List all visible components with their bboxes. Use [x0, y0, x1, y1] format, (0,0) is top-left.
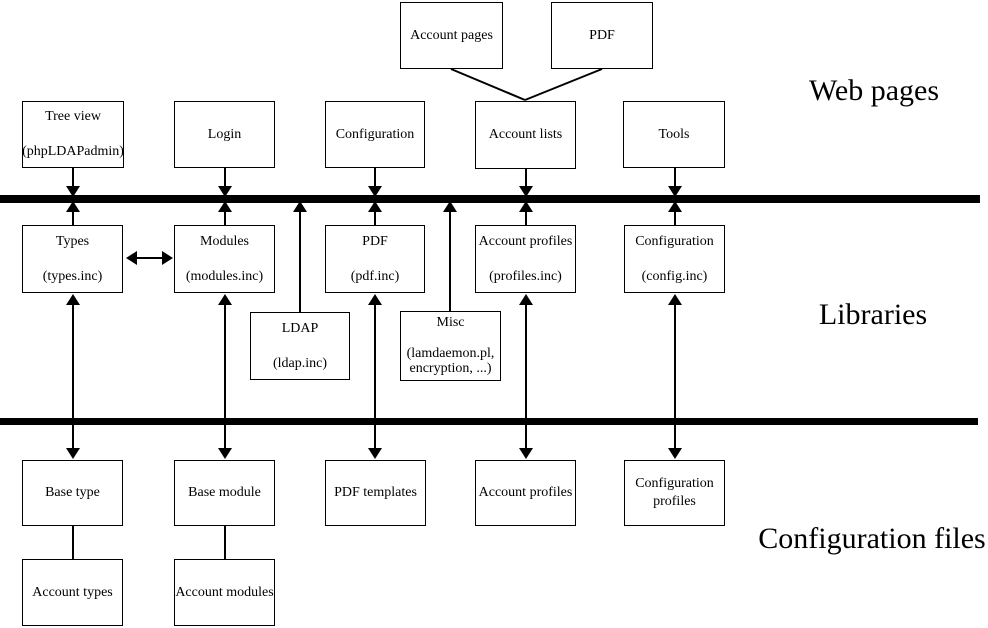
arrow-config-config-profiles	[668, 294, 682, 459]
arrow-modules-base-module	[218, 294, 232, 459]
node-configuration-profiles-label: Configuration	[635, 476, 714, 491]
node-pdf-lib-label: PDF	[362, 233, 388, 249]
arrow-tools-to-bus	[668, 168, 682, 197]
node-tree-view-label: Tree view	[45, 109, 101, 124]
arrow-configuration-to-bus	[368, 168, 382, 197]
node-misc-lib: Misc (lamdaemon.pl,encryption, ...)	[400, 311, 501, 381]
node-account-pages: Account pages	[400, 2, 503, 69]
node-account-modules: Account modules	[174, 559, 275, 626]
node-tree-view-sublabel: (phpLDAPadmin)	[22, 144, 124, 159]
node-misc-lib-subline1: (lamdaemon.pl,	[406, 346, 495, 361]
node-base-module: Base module	[174, 460, 275, 526]
bus-web-to-libraries	[0, 195, 980, 203]
link-account-pages-to-account-lists	[450, 68, 526, 101]
node-tools: Tools	[623, 101, 725, 168]
node-base-type-label: Base type	[45, 485, 100, 500]
link-pdf-to-account-lists	[524, 68, 603, 101]
node-types-lib: Types (types.inc)	[22, 225, 123, 293]
node-misc-lib-subline2: encryption, ...)	[409, 361, 492, 376]
arrow-pdf-lib-to-bus	[368, 201, 382, 225]
node-pdf-lib-sublabel: (pdf.inc)	[350, 268, 400, 284]
node-ldap-lib-sublabel: (ldap.inc)	[272, 355, 328, 371]
node-pdf-page: PDF	[551, 2, 653, 69]
node-ldap-lib: LDAP (ldap.inc)	[250, 312, 350, 380]
node-configuration-lib-sublabel: (config.inc)	[641, 268, 708, 284]
node-configuration-profiles-label2: profiles	[653, 494, 696, 509]
arrow-types-to-bus	[66, 201, 80, 225]
arrow-profiles-account-profiles	[519, 294, 533, 459]
node-types-lib-sublabel: (types.inc)	[42, 268, 103, 284]
node-account-types-label: Account types	[32, 584, 113, 600]
node-tools-label: Tools	[658, 126, 690, 142]
node-account-profiles-lib-sublabel: (profiles.inc)	[489, 268, 562, 284]
node-misc-lib-label: Misc	[436, 315, 465, 330]
section-label-web-pages: Web pages	[808, 74, 940, 107]
connectors	[0, 68, 980, 559]
node-login: Login	[174, 101, 275, 168]
node-account-profiles-cfg-label: Account profiles	[478, 485, 573, 500]
arrow-pdf-pdf-templates	[368, 294, 382, 459]
node-configuration-page: Configuration	[325, 101, 425, 168]
arrow-tree-view-to-bus	[66, 168, 80, 197]
arrow-config-lib-to-bus	[668, 201, 682, 225]
node-pdf-lib: PDF (pdf.inc)	[325, 225, 425, 293]
node-modules-lib-sublabel: (modules.inc)	[185, 268, 264, 284]
node-account-profiles-lib: Account profiles (profiles.inc)	[475, 225, 576, 293]
node-account-pages-label: Account pages	[410, 27, 493, 43]
node-login-label: Login	[207, 126, 242, 142]
node-account-profiles-lib-label: Account profiles	[478, 233, 573, 249]
node-base-type: Base type	[22, 460, 123, 526]
node-modules-lib: Modules (modules.inc)	[174, 225, 275, 293]
node-pdf-page-label: PDF	[589, 27, 615, 43]
node-types-lib-label: Types	[55, 233, 90, 249]
arrow-modules-to-bus	[218, 201, 232, 225]
node-account-profiles-cfg: Account profiles	[475, 460, 576, 526]
node-tree-view: Tree view (phpLDAPadmin)	[22, 101, 124, 168]
arrow-types-modules	[126, 251, 173, 265]
section-label-config-files: Configuration files	[758, 522, 986, 555]
node-ldap-lib-label: LDAP	[281, 320, 319, 336]
node-base-module-label: Base module	[188, 485, 261, 500]
arrow-account-lists-to-bus	[519, 169, 533, 197]
arrow-types-base-type	[66, 294, 80, 459]
node-pdf-templates: PDF templates	[325, 460, 426, 526]
arrow-misc-to-bus	[443, 201, 457, 311]
node-configuration-lib: Configuration (config.inc)	[624, 225, 725, 293]
node-account-lists-label: Account lists	[488, 127, 563, 142]
node-account-types: Account types	[22, 559, 123, 626]
node-configuration-page-label: Configuration	[335, 126, 415, 142]
node-account-lists: Account lists	[475, 101, 576, 169]
node-configuration-lib-label: Configuration	[635, 233, 714, 249]
node-misc-lib-sublabel: (lamdaemon.pl,encryption, ...)	[407, 346, 495, 376]
section-label-libraries: Libraries	[818, 298, 928, 331]
arrow-profiles-lib-to-bus	[519, 201, 533, 225]
node-modules-lib-label: Modules	[200, 233, 249, 249]
node-pdf-templates-label: PDF templates	[334, 485, 417, 500]
arrow-ldap-to-bus	[293, 201, 307, 312]
node-account-modules-label: Account modules	[175, 584, 274, 600]
bus-libraries-to-config	[0, 418, 978, 425]
node-configuration-profiles: Configuration profiles	[624, 460, 725, 526]
arrow-login-to-bus	[218, 168, 232, 197]
